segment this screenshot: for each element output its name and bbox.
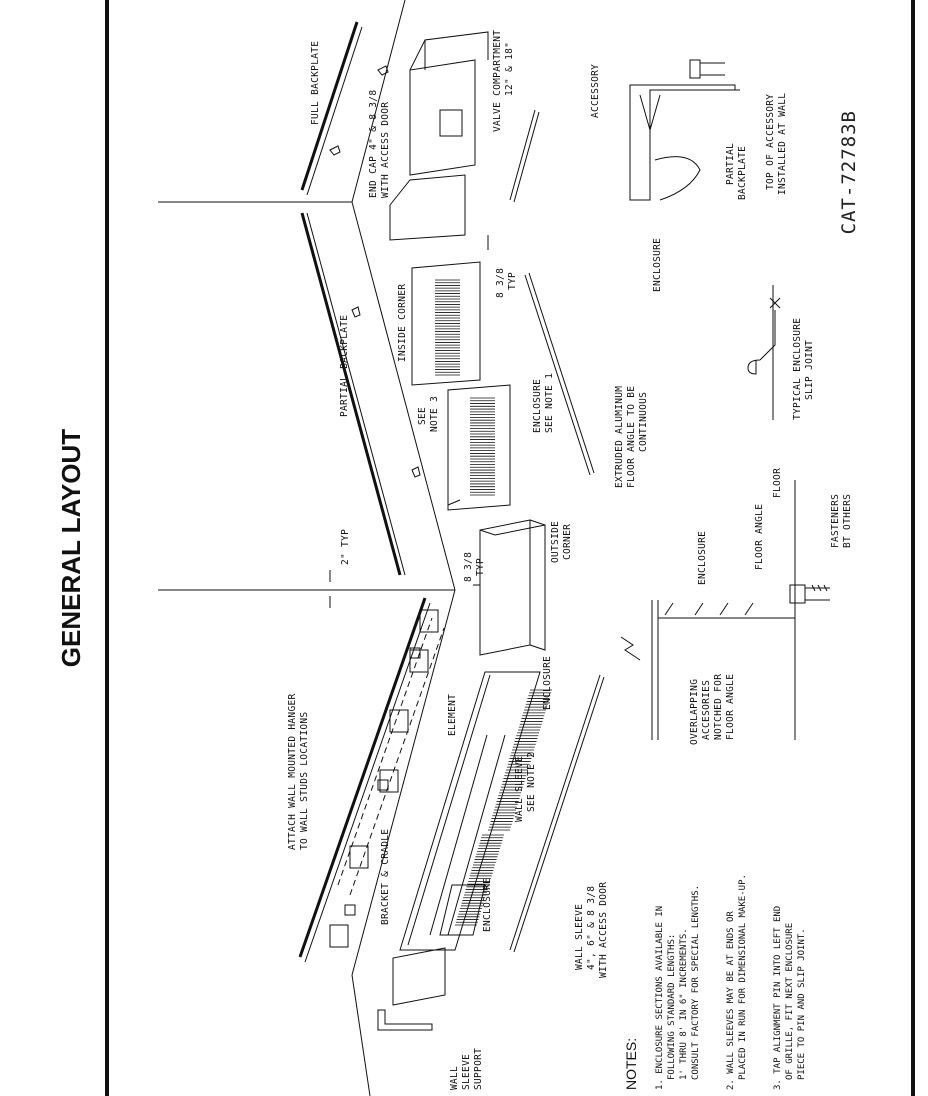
label-overlap-3: NOTCHED FOR [713,674,724,740]
diagram-labels: FULL BACKPLATE END CAP 4" & 8 3/8 WITH A… [287,30,853,1090]
label-slip-joint-1: TYPICAL ENCLOSURE [792,318,803,420]
label-typ-838-a-2: TYP [507,272,518,290]
label-overlap-1: OVERLAPPING [689,679,700,745]
grille-right-b [435,279,460,376]
label-floor-angle-1: EXTRUDED ALUMINUM [614,386,625,488]
note-2-line-2: PLACED IN RUN FOR DIMENSIONAL MAKE-UP. [738,874,748,1080]
label-outside-corner-2: CORNER [562,524,573,560]
label-floor-angle-3: CONTINUOUS [638,392,649,452]
note-1-line-2: FOLLOWING STANDARD LENGTHS: [667,934,677,1080]
label-wall-sleeve-2: 4", 6" & 8 3/8 [586,886,597,970]
note-3-line-2: OF GRILLE, FIT NEXT ENCLOSURE [785,923,795,1080]
note-3-line-1: 3. TAP ALIGNMENT PIN INTO LEFT END [773,906,783,1090]
label-typ-838-b-1: 8 3/8 [463,552,474,582]
note-2-line-1: 2. WALL SLEEVES MAY BE AT ENDS OR [726,911,736,1090]
catalog-number: CAT-72783B [838,110,860,234]
notes-block: NOTES: 1. ENCLOSURE SECTIONS AVAILABLE I… [623,874,807,1090]
label-wall-sleeve-support-2: SLEEVE [461,1054,472,1090]
label-enclosure-c: ENCLOSURE [652,238,663,292]
label-bracket-cradle: BRACKET & CRADLE [380,829,391,925]
label-accessory: ACCESSORY [590,64,601,118]
label-end-cap-2: WITH ACCESS DOOR [380,102,391,198]
label-overlap-2: ACCESORIES [701,680,712,740]
partial-backplate [300,212,421,576]
note-1-line-3: 1' THRU 8' IN 6" INCREMENTS. [679,928,689,1080]
grille-left-b [488,689,552,831]
grille-left-a [455,834,504,926]
label-enclosure-note1-1: ENCLOSURE [532,379,543,433]
label-inside-corner: INSIDE CORNER [397,284,408,362]
label-floor-angle-2: FLOOR ANGLE TO BE [626,386,637,488]
label-top-accessory-2: INSTALLED AT WALL [777,93,788,195]
label-two-typ: 2" TYP [340,529,351,565]
label-wall-sleeve-support-1: WALL [449,1066,460,1090]
note-1-line-4: CONSULT FACTORY FOR SPECIAL LENGTHS. [691,885,701,1080]
label-overlap-4: FLOOR ANGLE [725,674,736,740]
note-1-line-1: 1. ENCLOSURE SECTIONS AVAILABLE IN [655,906,665,1090]
label-full-backplate: FULL BACKPLATE [310,41,321,125]
label-typ-838-a-1: 8 3/8 [495,268,506,298]
label-partial-bp-2: BACKPLATE [737,146,748,200]
label-wall-sleeve-note2-1: WALL SLEEVE [514,756,525,822]
label-valve-compartment-2: 12" & 18" [504,42,515,96]
label-enclosure-note1-2: SEE NOTE 1 [544,373,555,433]
label-element: ELEMENT [447,694,458,736]
page-title: GENERAL LAYOUT [56,429,86,667]
label-slip-joint-2: SLIP JOINT [804,340,815,400]
note-3-line-3: PIECE TO PIN AND SLIP JOINT. [797,928,807,1080]
label-top-accessory-1: TOP OF ACCESSORY [765,94,776,190]
wall-sleeve-support-part [377,947,446,1031]
label-attach-hanger-2: TO WALL STUDS LOCATIONS [299,712,310,850]
label-enclosure-d: ENCLOSURE [697,531,708,585]
label-floor: FLOOR [772,468,783,498]
label-fasteners-2: BT OTHERS [842,494,853,548]
label-wall-sleeve-1: WALL SLEEVE [574,904,585,970]
accessory-detail [629,59,740,201]
left-backplate [298,597,445,963]
label-enclosure-a: ENCLOSURE [542,656,553,710]
right-enclosures [411,261,511,511]
valve-compartment-box [389,31,489,241]
label-see-note3-2: NOTE 3 [429,396,440,432]
label-see-note3-1: SEE [417,407,428,425]
outside-corner-box [479,519,546,656]
grille-right-a [470,397,495,496]
label-wall-sleeve-note2-2: SEE NOTE 2 [526,752,537,812]
catalog-number-group: CAT-72783B [838,110,860,234]
label-partial-backplate: PARTIAL BACKPLATE [339,315,350,417]
label-wall-sleeve-3: WITH ACCESS DOOR [598,882,609,978]
label-valve-compartment-1: VALVE COMPARTMENT [492,30,503,132]
label-wall-sleeve-support-3: SUPPORT [473,1048,484,1090]
wall-lines [158,0,456,1096]
label-fasteners-1: FASTENERS [830,494,841,548]
page-title-group: GENERAL LAYOUT [56,429,86,667]
label-floor-angle-e: FLOOR ANGLE [754,504,765,570]
slip-joint-detail [747,285,781,420]
label-outside-corner-1: OUTSIDE [550,521,561,563]
label-enclosure-b: ENCLOSURE [482,878,493,932]
floor-angles [509,109,605,953]
label-typ-838-b-2: TYP [475,558,486,576]
label-end-cap-1: END CAP 4" & 8 3/8 [368,90,379,198]
notes-heading: NOTES: [623,1038,639,1090]
dimension-marks [329,235,489,608]
full-backplate [300,21,389,196]
label-partial-bp-1: PARTIAL [725,143,736,185]
label-attach-hanger-1: ATTACH WALL MOUNTED HANGER [287,693,298,850]
floor-angle-detail [620,480,830,740]
heating-elements [329,609,439,948]
